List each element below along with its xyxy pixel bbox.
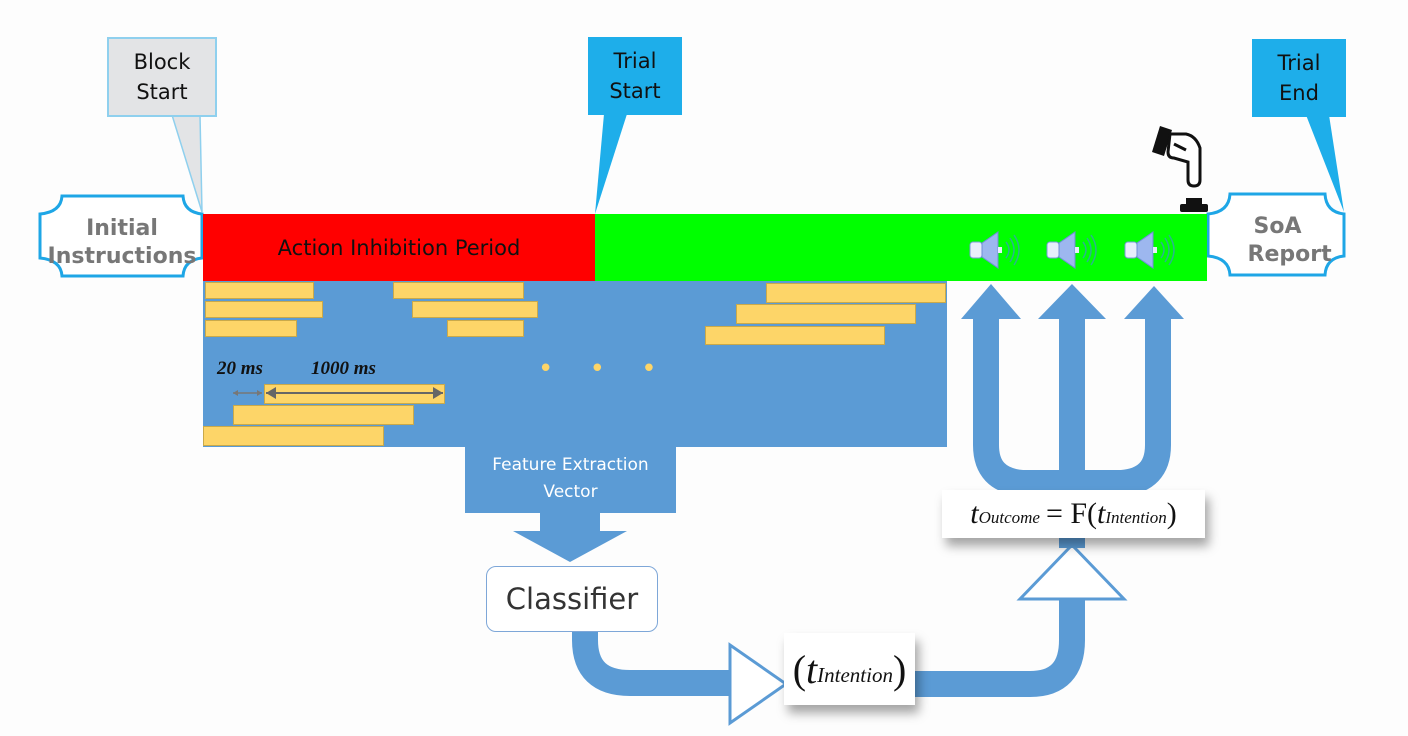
feature-extraction-label: Feature Extraction Vector bbox=[465, 452, 676, 506]
step-size-label: 20 ms bbox=[217, 358, 263, 379]
classifier-box: Classifier bbox=[486, 566, 658, 632]
block-start-callout: Block Start bbox=[107, 37, 217, 117]
intention-open-paren: ( bbox=[792, 646, 807, 692]
classifier-label: Classifier bbox=[505, 582, 639, 616]
window-bar bbox=[233, 405, 414, 425]
hand-press-button-icon bbox=[1148, 124, 1212, 218]
window-bar bbox=[205, 320, 297, 337]
action-inhibition-label: Action Inhibition Period bbox=[277, 235, 521, 260]
formula-function: = F( bbox=[1045, 497, 1098, 530]
initial-instructions-label: Initial Instructions bbox=[47, 216, 197, 269]
window-bar bbox=[447, 320, 524, 337]
classifier-to-intention-arrow bbox=[572, 620, 735, 696]
soa-report-text: SoA Report bbox=[1247, 214, 1332, 267]
action-inhibition-bar: Action Inhibition Period bbox=[203, 214, 595, 281]
trial-start-label: Trial Start bbox=[609, 49, 661, 103]
formula-intention-subscript: Intention bbox=[1105, 508, 1167, 527]
intention-to-outcome-arrow bbox=[915, 600, 1085, 697]
outcome-subscript: Outcome bbox=[978, 508, 1040, 527]
window-bar bbox=[264, 384, 445, 404]
outcome-var: t bbox=[970, 497, 979, 530]
window-bar bbox=[766, 283, 946, 303]
speaker-icon bbox=[1045, 228, 1105, 276]
formula-close-paren: ) bbox=[1166, 497, 1177, 530]
intention-subscript: Intention bbox=[817, 662, 893, 687]
trident-arrows bbox=[961, 284, 1184, 496]
trial-end-label: Trial End bbox=[1277, 51, 1321, 105]
speaker-icon bbox=[968, 228, 1028, 276]
intention-arrowhead bbox=[728, 642, 789, 726]
block-start-label: Block Start bbox=[133, 50, 191, 104]
window-bar bbox=[203, 426, 384, 446]
window-bar bbox=[205, 282, 314, 299]
trial-end-pointer bbox=[1306, 115, 1344, 212]
window-bar bbox=[205, 301, 323, 318]
window-bar bbox=[736, 304, 916, 324]
feature-extraction-text: Feature Extraction Vector bbox=[492, 455, 649, 502]
intention-var: t bbox=[806, 646, 818, 692]
trial-start-callout: Trial Start bbox=[588, 37, 682, 115]
trial-start-pointer bbox=[595, 114, 627, 214]
window-length-label: 1000 ms bbox=[311, 358, 376, 379]
window-bar bbox=[393, 282, 524, 299]
window-bar bbox=[705, 326, 885, 345]
window-bar bbox=[412, 301, 538, 318]
intention-close-paren: ) bbox=[892, 646, 907, 692]
trial-period-bar bbox=[595, 214, 1207, 281]
soa-report-frame bbox=[1206, 192, 1346, 277]
speaker-icon bbox=[1123, 228, 1183, 276]
feature-arrow bbox=[465, 447, 676, 562]
formula-intention-var: t bbox=[1097, 497, 1106, 530]
trial-end-callout: Trial End bbox=[1252, 39, 1346, 117]
outcome-arrowhead bbox=[1016, 542, 1128, 601]
continuation-dots: • • • bbox=[538, 354, 671, 384]
soa-report-label: SoA Report bbox=[1215, 213, 1340, 269]
initial-instructions-frame bbox=[38, 194, 204, 278]
